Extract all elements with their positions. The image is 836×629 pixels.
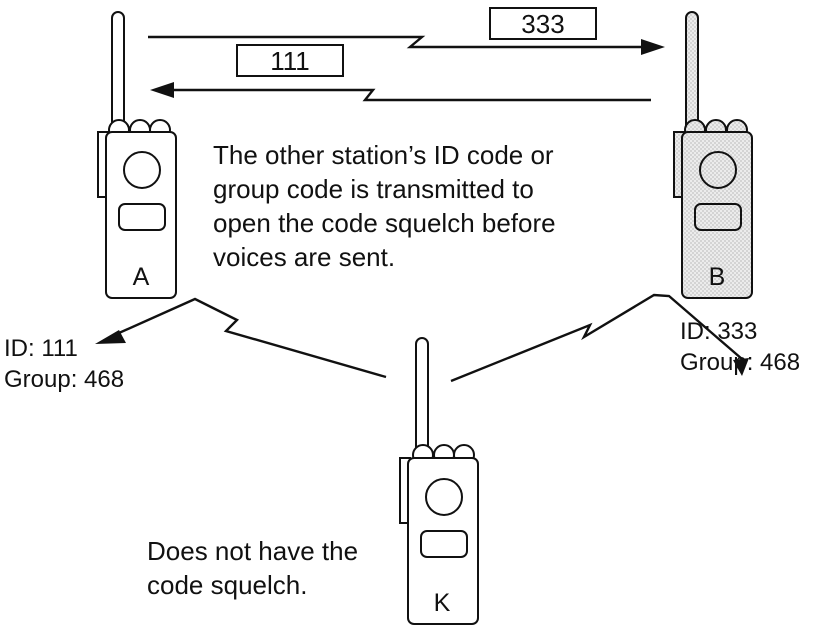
description-line-1: The other station’s ID code or: [213, 140, 554, 170]
code-box-111-label: 111: [270, 46, 310, 76]
station-b-letter: B: [709, 263, 726, 291]
station-k-note-line-2: code squelch.: [147, 570, 307, 600]
description-text: The other station’s ID code or group cod…: [213, 140, 556, 272]
station-b-group: Group: 468: [680, 349, 800, 376]
arrowhead-to-b-icon: [641, 39, 665, 55]
code-box-333: 333: [490, 8, 596, 39]
radio-k: K: [400, 338, 478, 624]
signal-b-to-a-line: [165, 90, 651, 100]
station-a-letter: A: [133, 263, 150, 291]
description-line-3: open the code squelch before: [213, 208, 556, 238]
station-a-codes: ID: 111 Group: 468: [4, 335, 124, 393]
handheld-radio-icon: [674, 12, 752, 298]
signal-b-to-a: [150, 82, 651, 100]
description-line-2: group code is transmitted to: [213, 174, 534, 204]
station-a-group: Group: 468: [4, 366, 124, 393]
arrowhead-to-a-icon: [150, 82, 174, 98]
code-box-111: 111: [237, 45, 343, 76]
station-k-note-line-1: Does not have the: [147, 536, 358, 566]
code-box-333-label: 333: [521, 9, 564, 39]
radio-a: A: [98, 12, 176, 298]
station-b-codes: ID: 333 Group: 468: [680, 318, 800, 376]
station-b-id: ID: 333: [680, 318, 757, 345]
handheld-radio-icon: [98, 12, 176, 298]
station-k-note: Does not have the code squelch.: [147, 536, 358, 600]
description-line-4: voices are sent.: [213, 242, 395, 272]
signal-k-to-a: [95, 299, 386, 377]
handheld-radio-icon: [400, 338, 478, 624]
signal-k-to-a-line: [110, 299, 386, 377]
radio-b: B: [674, 12, 752, 298]
station-k-letter: K: [434, 589, 451, 617]
station-a-id: ID: 111: [4, 335, 78, 362]
